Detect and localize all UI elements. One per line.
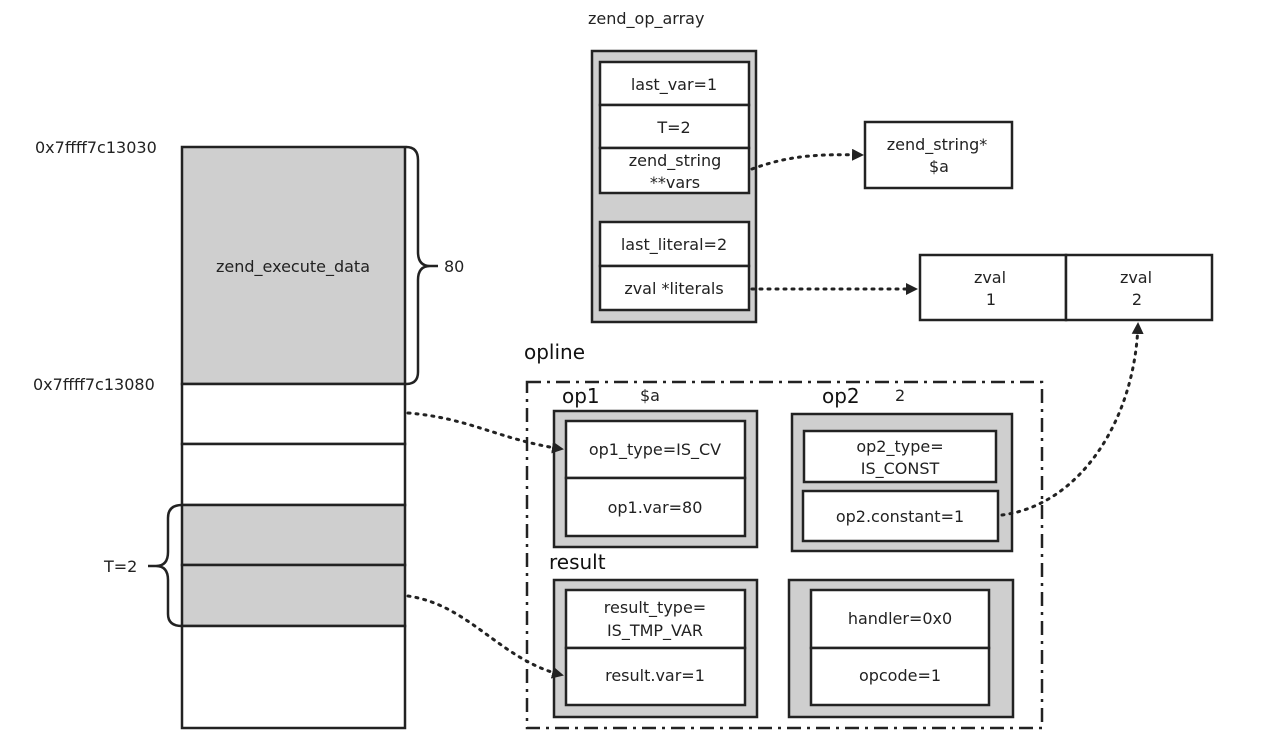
op1-note: $a — [640, 386, 660, 405]
field-last-var — [598, 60, 751, 107]
address-top: 0x7ffff7c13030 — [35, 138, 157, 157]
op2-note: 2 — [895, 386, 905, 405]
literal-1 — [918, 253, 1068, 322]
handler-text: handler=0x0 — [848, 609, 952, 628]
field-vars-line1: zend_string — [629, 151, 721, 171]
field-vars-line2: **vars — [650, 173, 700, 192]
execute-data-label: zend_execute_data — [216, 257, 370, 277]
zend-string-box: zend_string* $a — [863, 120, 1014, 190]
result-type — [564, 588, 747, 650]
opline-title: opline — [524, 340, 585, 364]
op2-type-line2: IS_CONST — [861, 459, 940, 479]
stack-slot-tmp-2 — [180, 563, 407, 628]
zend-string-line1: zend_string* — [887, 135, 987, 155]
op1-var-text: op1.var=80 — [608, 498, 703, 517]
size-brace — [405, 145, 431, 386]
op1-label: op1 — [562, 384, 600, 408]
op2-type-line1: op2_type= — [856, 437, 943, 457]
opcode-text: opcode=1 — [859, 666, 941, 685]
op1-type-text: op1_type=IS_CV — [589, 440, 721, 460]
field-t-text: T=2 — [656, 118, 690, 137]
op2-constant-arrow — [1000, 322, 1144, 517]
execute-data-block — [180, 145, 407, 386]
opline: opline op1 $a op1_type=IS_CV op1.var=80 … — [524, 340, 1044, 730]
zend-string-line2: $a — [929, 157, 949, 176]
op-array-title: zend_op_array — [588, 9, 704, 29]
stack-slot-empty — [180, 442, 407, 507]
field-literals — [598, 264, 751, 312]
field-last-literal — [598, 220, 751, 268]
field-literals-text: zval *literals — [624, 279, 723, 298]
field-last-literal-text: last_literal=2 — [621, 235, 727, 255]
result-type-line2: IS_TMP_VAR — [607, 621, 703, 641]
result-label: result — [549, 550, 606, 574]
size-label: 80 — [444, 257, 464, 276]
op1-type — [564, 419, 747, 480]
temp-brace — [155, 503, 183, 628]
op1-var — [564, 476, 747, 538]
field-t — [598, 103, 751, 150]
result-tmp-arrow — [406, 594, 564, 679]
literal-1-line1: zval — [974, 268, 1006, 287]
op2-label: op2 — [822, 384, 860, 408]
opline-boundary — [525, 380, 1044, 730]
address-bottom: 0x7ffff7c13080 — [33, 375, 155, 394]
literal-2-line2: 2 — [1132, 290, 1142, 309]
field-vars — [598, 146, 751, 195]
stack-slot-tmp-1 — [180, 503, 407, 567]
result-var-text: result.var=1 — [605, 666, 705, 685]
op-array: zend_op_array last_var=1 T=2 zend_string… — [588, 9, 758, 324]
op2-constant — [801, 489, 1000, 543]
vars-pointer-arrow — [750, 148, 864, 171]
field-last-var-text: last_var=1 — [631, 75, 717, 95]
result-var — [564, 646, 747, 707]
handler-field — [809, 588, 991, 650]
literal-2-line1: zval — [1120, 268, 1152, 287]
stack-slot-free — [180, 624, 407, 730]
literal-1-line2: 1 — [986, 290, 996, 309]
temp-label: T=2 — [103, 557, 137, 576]
op2-constant-text: op2.constant=1 — [836, 507, 964, 526]
literals-array: zval 1 zval 2 — [918, 253, 1214, 322]
op2-type — [802, 429, 998, 484]
opcode-field — [809, 646, 991, 707]
result-type-line1: result_type= — [604, 598, 706, 618]
stack-frame: 0x7ffff7c13030 0x7ffff7c13080 zend_execu… — [33, 138, 464, 730]
op1-cv-arrow — [406, 411, 564, 454]
literal-2 — [1064, 253, 1214, 322]
stack-slot-cv — [180, 382, 407, 446]
